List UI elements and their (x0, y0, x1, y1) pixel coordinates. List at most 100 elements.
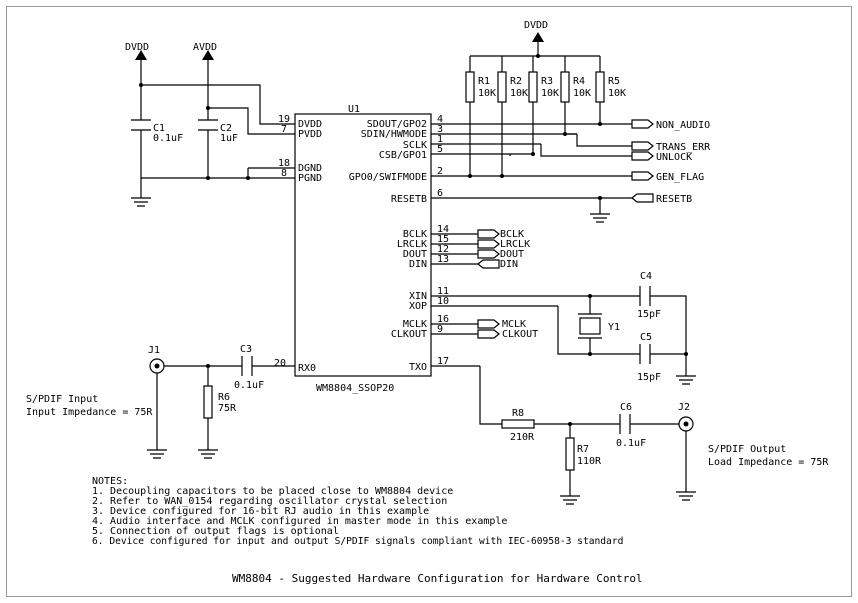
pin-num-6: 6 (437, 188, 443, 199)
dvdd-arrow-left (135, 50, 147, 60)
unlock-port (631, 151, 654, 161)
pin-name-sdout: SDOUT/GPO2 (367, 119, 427, 130)
pin-name-dvdd: DVDD (298, 119, 322, 130)
spdif-input-section: J1 C3 0.1uF R6 75R S/PDIF Input Input Im… (26, 344, 295, 459)
r5-value: 10K (608, 88, 626, 99)
sheet-border (6, 6, 852, 597)
mclk-port-label: MCLK (502, 319, 526, 330)
pin-name-lrclk: LRCLK (397, 239, 427, 250)
pullup-section: DVDD R1 10K R2 10K R3 10K R4 10K R5 10K (465, 20, 626, 223)
pin-num-18: 18 (278, 158, 290, 169)
gen-flag-port (631, 171, 654, 181)
r8-ref: R8 (512, 408, 524, 419)
pin-name-bclk: BCLK (403, 229, 427, 240)
chip-part: WM8804_SSOP20 (316, 383, 394, 394)
decoupling-section: DVDD AVDD C1 0.1uF C2 1uF (125, 42, 295, 207)
c4-value: 15pF (637, 309, 661, 320)
c6-value: 0.1uF (616, 438, 646, 449)
clkout-port-label: CLKOUT (502, 329, 538, 340)
r5-ref: R5 (608, 76, 620, 87)
output-impedance: Load Impedance = 75R (708, 457, 829, 468)
y1-ref: Y1 (608, 322, 620, 333)
pin-num-9: 9 (437, 324, 443, 335)
pin-num-4: 4 (437, 114, 443, 125)
pin-num-2: 2 (437, 166, 443, 177)
pin-num-15: 15 (437, 234, 449, 245)
pin-num-19: 19 (278, 114, 290, 125)
non-audio-label: NON_AUDIO (656, 120, 710, 131)
dvdd-arrow-top (532, 32, 544, 42)
crystal-section: Y1 C4 15pF C5 15pF (557, 271, 696, 385)
pin-num-1: 1 (437, 134, 443, 145)
notes-block: NOTES: 1. Decoupling capacitors to be pl… (92, 476, 623, 547)
pin-name-pgnd: PGND (298, 173, 322, 184)
c3-ref: C3 (240, 344, 252, 355)
r2-ref: R2 (510, 76, 522, 87)
pin-num-5: 5 (437, 144, 443, 155)
trans-err-label: TRANS_ERR (656, 142, 711, 153)
input-title: S/PDIF Input (26, 394, 98, 405)
pin-num-10: 10 (437, 296, 449, 307)
pin-name-clkout: CLKOUT (391, 329, 427, 340)
avdd-arrow (202, 50, 214, 60)
c2-value: 1uF (220, 133, 238, 144)
pin-name-gpo0: GPO0/SWIFMODE (349, 172, 427, 183)
pin-num-12: 12 (437, 244, 449, 255)
bclk-port-label: BCLK (500, 229, 524, 240)
pin-num-20: 20 (274, 358, 286, 369)
audio-interface-ports: BCLK LRCLK DOUT DIN MCLK CLKOUT (477, 229, 538, 340)
dvdd-label-left: DVDD (125, 42, 149, 53)
trans-err-port (631, 141, 654, 151)
note-item-3: 3. Device configured for 16-bit RJ audio… (92, 506, 429, 517)
pin-num-8: 8 (281, 168, 287, 179)
pin-name-dgnd: DGND (298, 163, 322, 174)
pin-name-pvdd: PVDD (298, 129, 322, 140)
c3-value: 0.1uF (234, 380, 264, 391)
pin-num-13: 13 (437, 254, 449, 265)
c5-ref: C5 (640, 332, 652, 343)
c5-value: 15pF (637, 372, 661, 383)
c1-ref: C1 (153, 123, 165, 134)
pin-name-dout: DOUT (403, 249, 427, 260)
r7-value: 110R (577, 456, 602, 467)
pin-name-xin: XIN (409, 291, 427, 302)
resetb-port (631, 193, 654, 203)
pin-num-11: 11 (437, 286, 449, 297)
note-item-5: 5. Connection of output flags is optiona… (92, 526, 339, 537)
note-item-1: 1. Decoupling capacitors to be placed cl… (92, 486, 453, 497)
j2-ref: J2 (678, 402, 690, 413)
r3-ref: R3 (541, 76, 553, 87)
input-impedance: Input Impedance = 75R (26, 407, 153, 418)
output-title: S/PDIF Output (708, 444, 786, 455)
c1-value: 0.1uF (153, 133, 183, 144)
c4-ref: C4 (640, 271, 652, 282)
pin-num-3: 3 (437, 124, 443, 135)
c6-ref: C6 (620, 402, 632, 413)
dout-port-label: DOUT (500, 249, 524, 260)
r6-value: 75R (218, 403, 237, 414)
lrclk-port-label: LRCLK (500, 239, 530, 250)
r3-value: 10K (541, 88, 559, 99)
resetb-label: RESETB (656, 194, 692, 205)
r8-value: 210R (510, 432, 535, 443)
pin-num-17: 17 (437, 356, 449, 367)
flag-ports: NON_AUDIO TRANS_ERR UNLOCK GEN_FLAG RESE… (540, 119, 711, 205)
pin-name-xop: XOP (409, 301, 427, 312)
pin-name-resetb: RESETB (391, 194, 427, 205)
r4-value: 10K (573, 88, 591, 99)
r1-ref: R1 (478, 76, 490, 87)
pin-name-txo: TXO (409, 362, 427, 373)
note-item-4: 4. Audio interface and MCLK configured i… (92, 516, 507, 527)
j1-ref: J1 (148, 345, 160, 356)
pin-name-sdin: SDIN/HWMODE (361, 129, 427, 140)
pin-name-csb: CSB/GPO1 (379, 150, 427, 161)
r7-ref: R7 (577, 444, 589, 455)
unlock-label: UNLOCK (656, 152, 692, 163)
din-port-label: DIN (500, 259, 518, 270)
pin-name-sclk: SCLK (403, 140, 427, 151)
notes-heading: NOTES: (92, 476, 128, 487)
pin-name-rx0: RX0 (298, 363, 316, 374)
r4-ref: R4 (573, 76, 585, 87)
c2-ref: C2 (220, 123, 232, 134)
